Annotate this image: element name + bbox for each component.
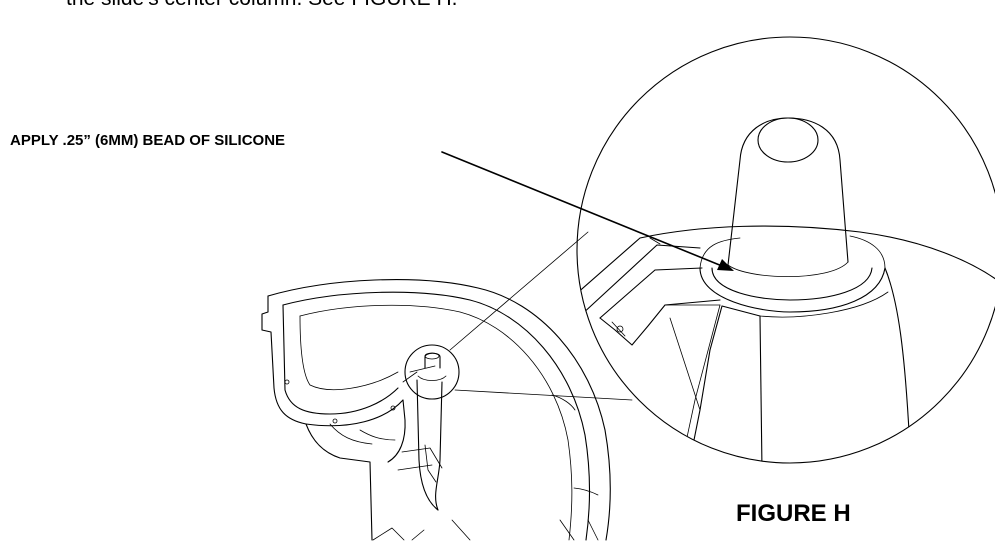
zoom-leader-bottom [454, 389, 633, 401]
zoom-leader-top [449, 231, 589, 351]
detail-circle-small [404, 344, 460, 400]
callout-label: APPLY .25” (6MM) BEAD OF SILICONE [10, 132, 286, 149]
slide-body-drawing [261, 279, 611, 541]
callout-arrow [441, 151, 734, 271]
zoom-detail-view [576, 36, 995, 464]
instruction-text: the slide's center column. See FIGURE H. [66, 0, 458, 11]
figure-caption: FIGURE H [736, 500, 851, 527]
